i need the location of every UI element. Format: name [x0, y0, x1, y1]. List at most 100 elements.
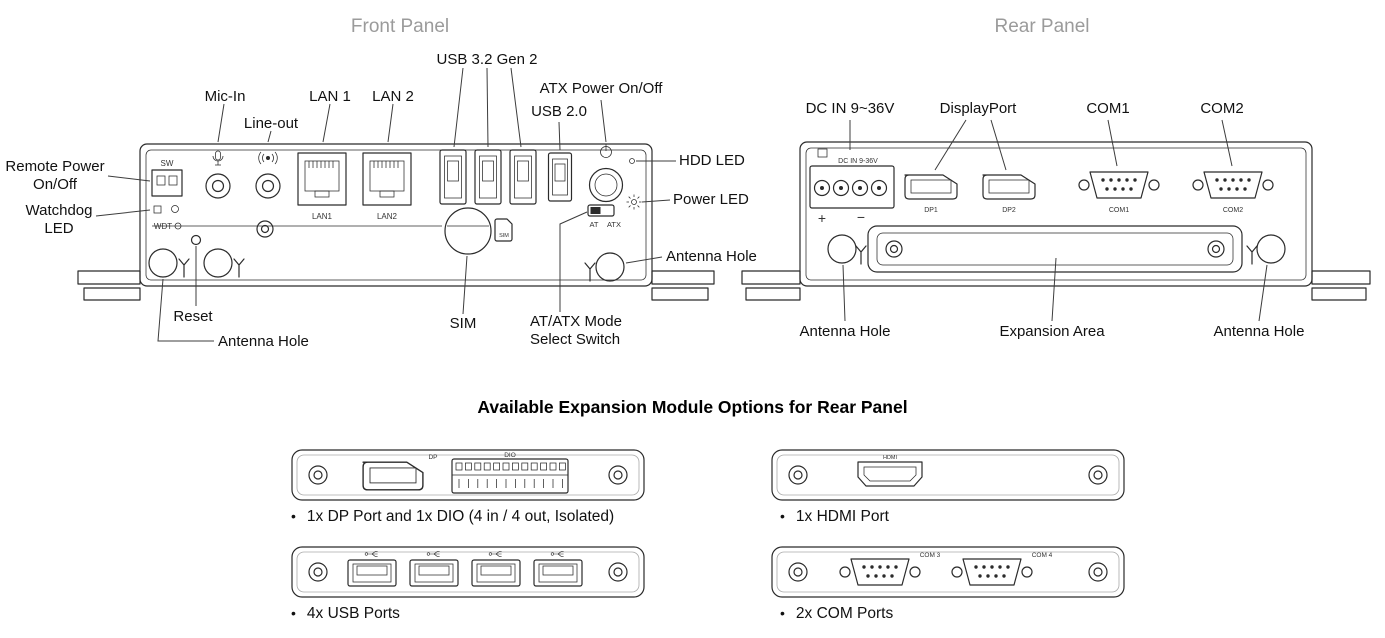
- label-antenna-hole-rear-right: Antenna Hole: [1213, 323, 1305, 340]
- module-hdmi-caption: • 1x HDMI Port: [780, 508, 889, 526]
- label-reset: Reset: [173, 308, 213, 325]
- front-panel-title: Front Panel: [350, 16, 450, 37]
- module-com3-port: [850, 558, 910, 586]
- bullet-icon: •: [291, 508, 296, 524]
- plus-print: +: [818, 210, 826, 226]
- module-dp-dio-drawing: DP DIO: [291, 449, 645, 501]
- bullet-icon: •: [780, 508, 785, 524]
- rear-antenna-hole-right: [1256, 234, 1286, 264]
- front-antenna-hole-1: [148, 248, 178, 278]
- hdd-led-icon: [629, 158, 635, 164]
- label-mic-in: Mic-In: [204, 88, 246, 105]
- label-displayport: DisplayPort: [939, 100, 1017, 117]
- module-com-caption: • 2x COM Ports: [780, 605, 893, 623]
- dp2-print: DP2: [1002, 207, 1016, 214]
- module-hdmi-drawing: HDMI: [771, 449, 1125, 501]
- sim-print: SIM: [499, 233, 509, 239]
- label-usb20: USB 2.0: [531, 103, 587, 120]
- minus-print: −: [857, 209, 865, 225]
- module-com3-print: COM 3: [920, 552, 941, 559]
- front-screw: [256, 220, 274, 238]
- label-watchdog-led: Watchdog LED: [25, 202, 93, 237]
- usb20-port: [547, 152, 573, 202]
- label-sim: SIM: [449, 315, 477, 332]
- module-dp-port: [362, 461, 424, 491]
- module-com4-print: COM 4: [1032, 552, 1053, 559]
- front-left-mount-bracket: [77, 270, 141, 285]
- at-atx-switch: AT ATX: [587, 204, 621, 229]
- caption-text: 1x DP Port and 1x DIO (4 in / 4 out, Iso…: [306, 508, 615, 525]
- label-lan1: LAN 1: [309, 88, 351, 105]
- antenna-symbol-icon: [233, 258, 245, 278]
- com1-print: COM1: [1109, 207, 1129, 214]
- usb32-port-2: [474, 149, 502, 205]
- module-usb-caption: • 4x USB Ports: [291, 605, 400, 623]
- label-remote-power: Remote Power On/Off: [5, 158, 105, 193]
- caption-text: 2x COM Ports: [795, 605, 894, 622]
- module-dio-terminal: DIO: [451, 452, 569, 494]
- remote-power-terminal: SW: [151, 159, 183, 197]
- rear-antenna-hole-left: [827, 234, 857, 264]
- com2-port: [1203, 171, 1263, 199]
- power-symbol-icon: [600, 144, 612, 158]
- label-atx-power: ATX Power On/Off: [539, 80, 663, 97]
- sim-card-icon: [494, 218, 513, 242]
- module-usb-port-3: [471, 559, 521, 587]
- sim-slot: SIM: [444, 207, 513, 255]
- wdt-print: WDT: [154, 222, 172, 231]
- dc-in-print: DC IN 9-36V: [838, 158, 878, 165]
- module-com4-port: [962, 558, 1022, 586]
- mic-icon: [212, 150, 224, 166]
- front-antenna-hole-right: [595, 252, 625, 282]
- front-panel-drawing: SW WDT LAN1 LAN2: [77, 143, 715, 301]
- front-chassis: [139, 143, 653, 287]
- expansion-area: [867, 225, 1243, 273]
- dp1-print: DP1: [924, 207, 938, 214]
- mic-in-jack: [205, 173, 231, 199]
- bullet-icon: •: [780, 605, 785, 621]
- antenna-symbol-icon: [1246, 245, 1258, 265]
- line-out-icon: [258, 151, 278, 165]
- label-antenna-hole-front-right: Antenna Hole: [666, 248, 757, 265]
- label-usb32: USB 3.2 Gen 2: [436, 51, 538, 68]
- label-power-led: Power LED: [673, 191, 749, 208]
- power-button: [588, 167, 624, 203]
- module-dio-print: DIO: [504, 452, 516, 459]
- module-usb-drawing: [291, 546, 645, 598]
- module-hdmi-port: [857, 461, 923, 487]
- module-dp-print: DP: [428, 454, 437, 461]
- dp1-port: [904, 174, 958, 200]
- front-antenna-hole-2: [203, 248, 233, 278]
- power-led-icon: [626, 194, 642, 210]
- antenna-symbol-icon: [584, 262, 596, 282]
- label-at-atx-switch: AT/ATX Mode Select Switch: [530, 313, 622, 348]
- lan1-port: [297, 152, 347, 206]
- rear-panel-drawing: DC IN 9-36V + − DP1 DP2 COM1 COM2: [741, 141, 1371, 301]
- leader-lines: [95, 67, 1268, 342]
- rear-chassis: [799, 141, 1313, 287]
- module-usb-port-4: [533, 559, 583, 587]
- reset-button: [190, 234, 202, 246]
- rear-panel-title: Rear Panel: [994, 16, 1090, 37]
- label-com1: COM1: [1086, 100, 1130, 117]
- atx-print: ATX: [607, 220, 621, 229]
- line-out-jack: [255, 173, 281, 199]
- com2-print: COM2: [1223, 207, 1243, 214]
- usb32-port-1: [439, 149, 467, 205]
- label-antenna-hole-front-left: Antenna Hole: [218, 333, 309, 350]
- dc-in-terminal: DC IN 9-36V + −: [809, 148, 895, 226]
- caption-text: 4x USB Ports: [306, 605, 400, 622]
- module-usb-port-2: [409, 559, 459, 587]
- dp2-port: [982, 174, 1036, 200]
- antenna-symbol-icon: [178, 258, 190, 278]
- module-dp-dio-caption: • 1x DP Port and 1x DIO (4 in / 4 out, I…: [291, 508, 614, 526]
- rear-right-mount-bracket: [1311, 270, 1371, 285]
- module-hdmi-print: HDMI: [883, 455, 898, 461]
- label-line-out: Line-out: [243, 115, 299, 132]
- sw-print: SW: [161, 159, 174, 168]
- watchdog-led: WDT: [153, 205, 182, 231]
- lan1-print: LAN1: [312, 212, 333, 221]
- bullet-icon: •: [291, 605, 296, 621]
